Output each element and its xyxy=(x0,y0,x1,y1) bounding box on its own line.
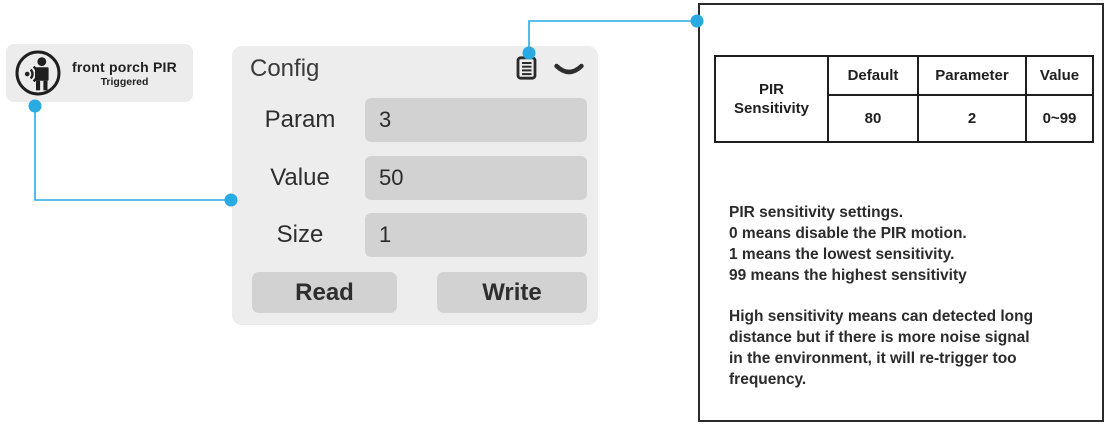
table-row-header: PIR Sensitivity xyxy=(714,55,829,143)
description-line: frequency. xyxy=(729,371,807,388)
note-line: 99 means the highest sensitivity xyxy=(729,267,967,284)
description-line: in the environment, it will re-trigger t… xyxy=(729,350,1017,367)
device-text-block: front porch PIR Triggered xyxy=(62,59,193,88)
table-value-default: 80 xyxy=(827,94,919,143)
note-line: PIR sensitivity settings. xyxy=(729,204,903,221)
description-line: distance but if there is more noise sign… xyxy=(729,329,1030,346)
table-value-parameter: 2 xyxy=(917,94,1027,143)
device-card-front-porch-pir[interactable]: front porch PIR Triggered xyxy=(6,44,193,102)
sensitivity-table: PIR Sensitivity Default Parameter Value … xyxy=(714,55,1094,143)
chevron-down-icon[interactable] xyxy=(554,63,584,79)
value-field-label: Value xyxy=(270,164,330,191)
connector-badge-to-config xyxy=(34,104,231,201)
param-field-label: Param xyxy=(264,106,336,133)
config-panel: Config Param 3 Value 50 Size 1 xyxy=(232,46,598,325)
table-col-value: Value xyxy=(1025,55,1094,96)
table-col-default: Default xyxy=(827,55,919,96)
device-name: front porch PIR xyxy=(72,58,177,75)
description-paragraph: High sensitivity means can detected long… xyxy=(729,306,1091,390)
write-button[interactable]: Write xyxy=(437,272,587,313)
description-line: High sensitivity means can detected long xyxy=(729,308,1034,325)
size-input[interactable]: 1 xyxy=(365,213,587,257)
param-input[interactable]: 3 xyxy=(365,98,587,142)
info-panel: PIR Sensitivity Default Parameter Value … xyxy=(698,3,1104,422)
table-col-parameter: Parameter xyxy=(917,55,1027,96)
value-input[interactable]: 50 xyxy=(365,156,587,200)
config-panel-title: Config xyxy=(250,55,320,82)
size-field-label: Size xyxy=(276,221,324,248)
table-value-range: 0~99 xyxy=(1025,94,1094,143)
document-list-icon[interactable] xyxy=(515,56,539,80)
read-button[interactable]: Read xyxy=(252,272,397,313)
notes-block: PIR sensitivity settings. 0 means disabl… xyxy=(729,202,1091,390)
pir-motion-sensor-icon xyxy=(15,50,61,96)
note-line: 0 means disable the PIR motion. xyxy=(729,225,967,242)
note-line: 1 means the lowest sensitivity. xyxy=(729,246,955,263)
device-status: Triggered xyxy=(100,75,149,88)
